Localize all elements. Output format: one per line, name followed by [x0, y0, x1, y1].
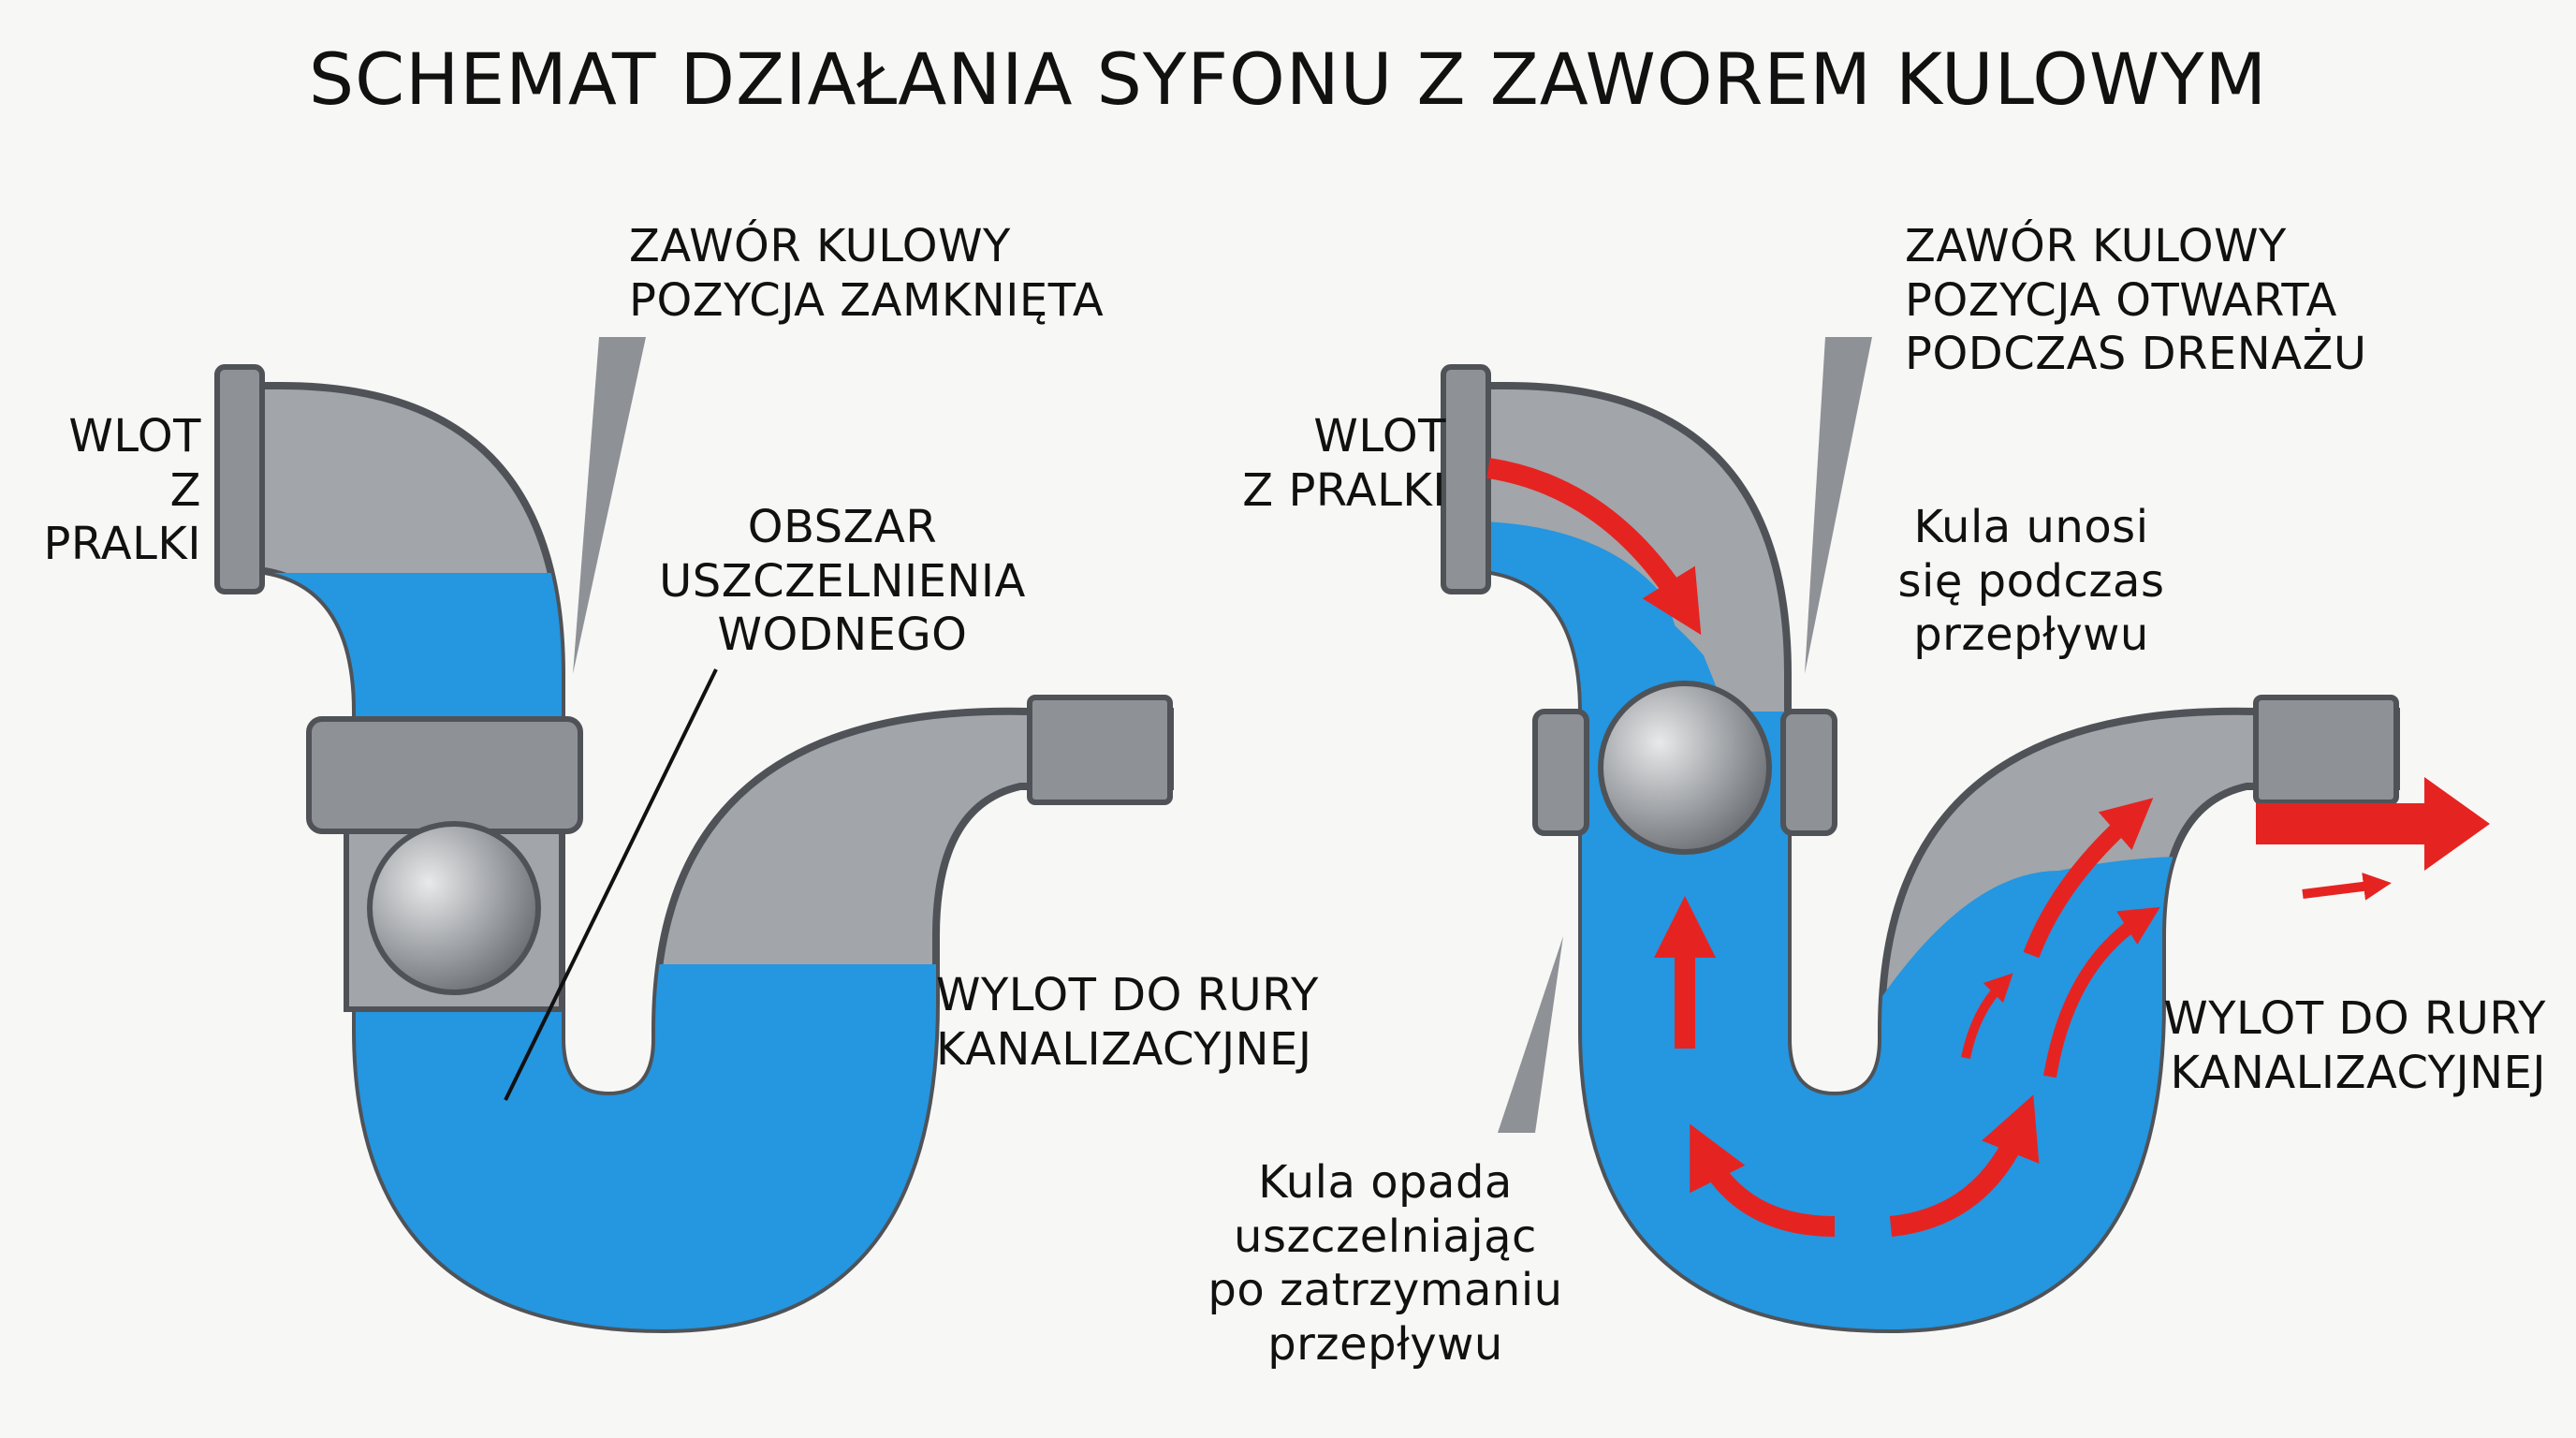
left-valve-clamp	[306, 716, 583, 834]
left-inlet-label: WLOT Z PRALKI	[43, 410, 201, 571]
flow-arrow-rise-1	[2043, 906, 2160, 1078]
left-valve-ball	[367, 821, 541, 995]
right-inlet-collar	[1441, 364, 1491, 594]
flow-arrow-rise-3	[2023, 798, 2154, 959]
flow-arrow-outlet-small	[2302, 872, 2392, 901]
flow-arrow-bottom-right	[1889, 1094, 2040, 1237]
right-outlet-label: WYLOT DO RURY KANALIZACYJNEJ	[2163, 992, 2546, 1099]
page-title: SCHEMAT DZIAŁANIA SYFONU Z ZAWOREM KULOW…	[308, 37, 2268, 121]
right-valve-clamp-right	[1780, 709, 1837, 836]
left-seal-leader	[504, 668, 718, 1101]
left-valve-label: ZAWÓR KULOWY POZYCJA ZAMKNIĘTA	[629, 220, 1105, 327]
left-siphon	[214, 337, 1174, 1334]
left-outlet-collar	[1027, 695, 1173, 805]
right-valve-ball	[1598, 681, 1772, 855]
left-outlet-label: WYLOT DO RURY KANALIZACYJNEJ	[936, 969, 1319, 1076]
left-water-lower	[337, 964, 992, 1329]
right-valve-pointer	[1805, 337, 1872, 674]
right-ball-rises-label: Kula unosi się podczas przepływu	[1897, 501, 2165, 662]
right-inlet-label: WLOT Z PRALKI	[1242, 410, 1446, 517]
right-outlet-collar	[2253, 695, 2399, 805]
right-ball-drops-label: Kula opada uszczelniając po zatrzymaniu …	[1208, 1156, 1563, 1371]
right-valve-label: ZAWÓR KULOWY POZYCJA OTWARTA PODCZAS DRE…	[1905, 220, 2367, 381]
flow-arrow-outlet	[2256, 777, 2490, 871]
flow-arrow-inlet	[1486, 458, 1702, 636]
flow-arrows	[1486, 458, 2392, 1237]
right-ball-drop-pointer	[1498, 936, 1563, 1133]
left-inlet-collar	[214, 364, 265, 594]
right-valve-clamp-left	[1532, 709, 1589, 836]
left-valve-pointer	[573, 337, 646, 674]
flow-arrow-rise-2	[1961, 973, 2013, 1059]
flow-arrow-bottom-left	[1690, 1123, 1836, 1237]
left-seal-label: OBSZAR USZCZELNIENIA WODNEGO	[659, 501, 1026, 662]
